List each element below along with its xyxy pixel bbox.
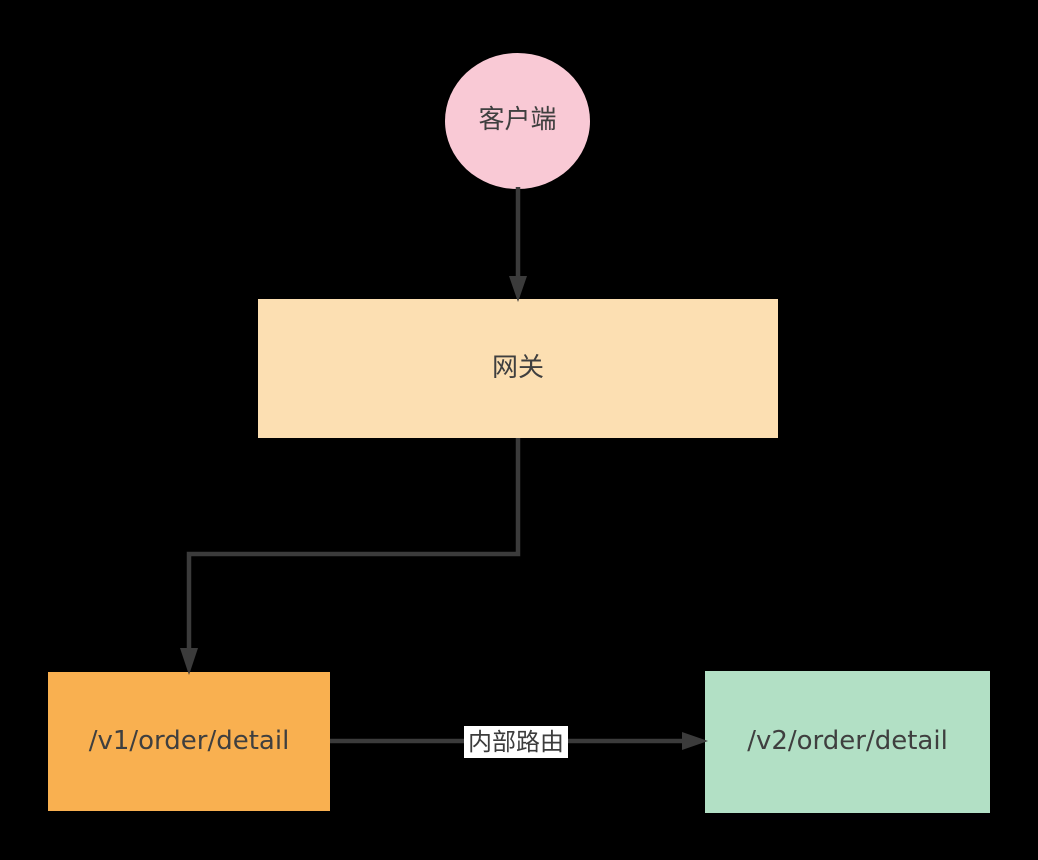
node-v2-label: /v2/order/detail [747,726,948,757]
node-v2-order-detail: /v2/order/detail [705,671,990,813]
node-client: 客户端 [445,53,590,189]
edge-gateway-to-v1 [180,438,521,675]
node-v1-order-detail: /v1/order/detail [48,672,330,811]
node-gateway-label: 网关 [491,352,544,383]
node-gateway: 网关 [258,299,778,438]
arrowhead-down-icon [180,648,198,675]
node-v1-label: /v1/order/detail [88,725,290,756]
edge-client-to-gateway [509,187,527,302]
node-client-label: 客户端 [478,105,557,136]
edge-gateway-to-v1-line [186,438,521,650]
edge-label-internal-route: 内部路由 [464,726,568,758]
